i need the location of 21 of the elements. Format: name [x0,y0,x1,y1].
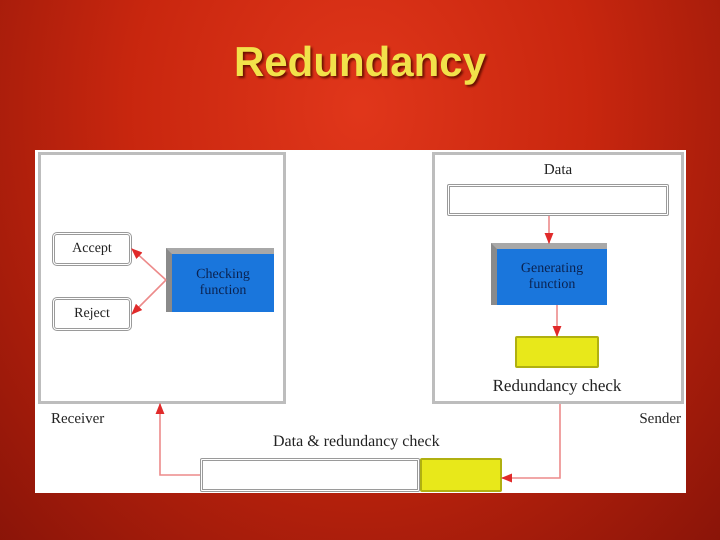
node-label: Redundancy check [492,376,622,396]
node-label: Data & redundancy check [273,433,440,451]
node-label: Checking function [195,266,251,300]
result-box [52,232,132,266]
node-label: Accept [72,241,112,257]
arrow [156,402,200,476]
arrow [552,305,562,338]
function-box [491,243,607,305]
arrow [131,279,167,315]
check-bits-box [420,458,502,492]
arrow [131,248,167,281]
function-box [166,248,274,312]
panel-label: Sender [639,411,681,428]
node-label: Generating function [520,260,584,294]
node-label: Data [544,162,572,179]
panel-label: Receiver [51,411,104,428]
slide-title: Redundancy [232,38,488,86]
arrow [544,216,554,244]
result-box [52,297,132,331]
node-label: Reject [74,306,110,322]
arrow [500,404,561,482]
